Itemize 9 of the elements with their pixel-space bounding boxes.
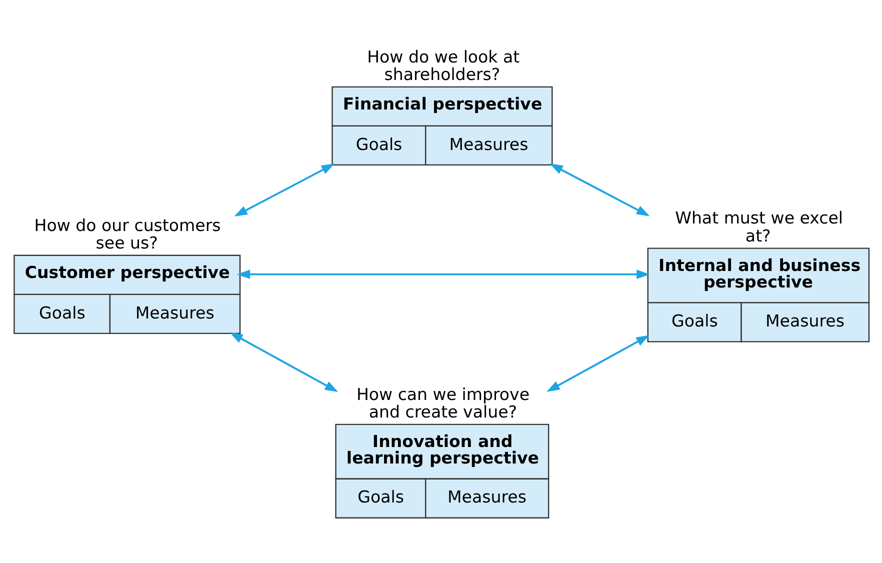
arrow [236,269,650,278]
arrow [546,334,650,392]
node-label: What must we excel at? [675,208,844,245]
arrow [234,163,335,216]
node-label: How do we look at shareholders? [367,46,520,84]
node-label: How do our customers see us? [34,215,221,252]
arrow [230,332,338,392]
arrow [550,163,650,216]
node-label: How can we improve and create value? [356,384,530,422]
